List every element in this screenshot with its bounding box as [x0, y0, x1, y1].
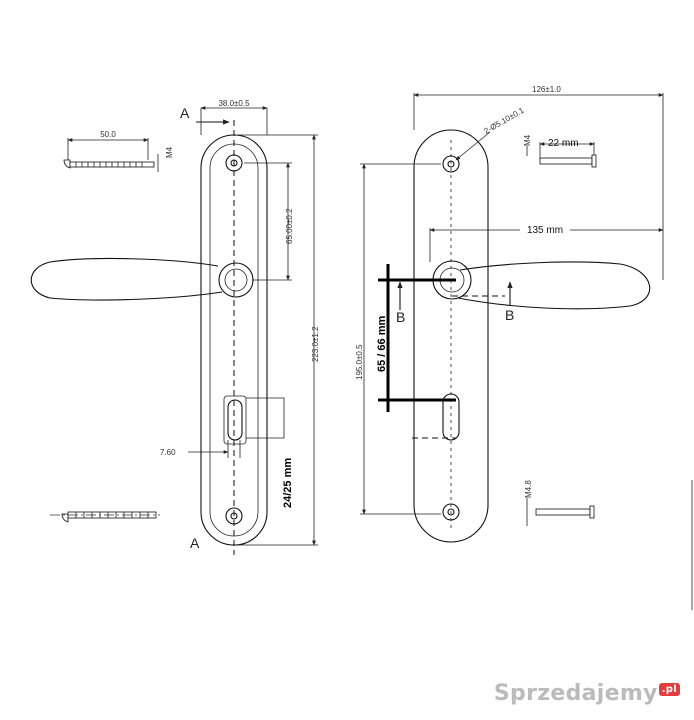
- right-total-width-label: 126±1.0: [532, 85, 561, 94]
- watermark-tld: .pl: [658, 682, 680, 696]
- long-screw-length-label: 50.0: [100, 130, 116, 139]
- short-screw-bottom-thread-label: M4.8: [524, 480, 533, 498]
- right-screw-spacing-label: 195.0±0.5: [355, 344, 364, 380]
- left-view: 38.0±0.5 A A 65.00±0.2 223.0±1.2 7.60: [30, 99, 320, 555]
- long-screw-bottom: [50, 511, 160, 523]
- left-height-label: 223.0±1.2: [311, 326, 320, 362]
- long-screw-thread-label: M4: [165, 146, 174, 158]
- short-screw-bottom: M4.8: [524, 480, 595, 526]
- section-a-top-letter: A: [180, 105, 190, 121]
- left-section-a-top: A: [180, 105, 230, 125]
- watermark-brand: Sprzedajemy: [493, 681, 658, 706]
- right-lever-label: 135 mm: [527, 225, 563, 236]
- left-spacing-bold-label: 24/25 mm: [282, 458, 294, 508]
- section-b-left-letter: B: [396, 309, 405, 325]
- left-lever: [30, 257, 254, 301]
- right-screw-spacing-dimension: 195.0±0.5: [355, 163, 441, 515]
- left-keyhole-label: 7.60: [160, 448, 176, 457]
- short-screw-top-label: 22 mm: [548, 138, 579, 149]
- right-keyhole: [412, 393, 460, 441]
- left-keyhole-dimension: 7.60: [160, 440, 241, 458]
- right-section-b-left: B: [396, 281, 405, 325]
- right-total-width-dimension: 126±1.0: [413, 85, 664, 280]
- right-lever-dimension: 135 mm: [429, 222, 664, 262]
- right-view: 126±1.0 2-Ø5.10±0.1 135 mm B B: [355, 85, 664, 543]
- left-height-dimension: 223.0±1.2: [234, 134, 320, 546]
- right-bottom-screw-hole: [442, 503, 460, 521]
- left-width-dimension: 38.0±0.5: [200, 99, 268, 135]
- right-hole-label: 2-Ø5.10±0.1: [483, 105, 526, 135]
- right-spacing-bold-label: 65 / 66 mm: [376, 316, 388, 372]
- short-screw-top-thread-label: M4: [523, 134, 532, 146]
- long-screw-top: 50.0 M4: [63, 130, 174, 172]
- left-screw-spacing-dimension: 65.00±0.2: [244, 162, 294, 281]
- watermark-logo: Sprzedajemy.pl: [494, 681, 680, 706]
- right-section-b-right: B: [505, 281, 514, 323]
- left-top-screw-hole: [225, 154, 243, 172]
- section-b-right-letter: B: [505, 307, 514, 323]
- right-lever: [432, 260, 651, 310]
- short-screw-top: 22 mm M4: [523, 134, 597, 168]
- left-keyhole: [223, 395, 285, 445]
- left-bottom-screw-hole: [225, 507, 243, 525]
- section-a-bottom-letter: A: [190, 535, 200, 551]
- right-spacing-bracket: 65 / 66 mm: [376, 264, 456, 412]
- right-backplate: [413, 129, 489, 543]
- right-top-screw-hole: [442, 155, 460, 173]
- left-width-label: 38.0±0.5: [218, 99, 250, 108]
- left-screw-spacing-label: 65.00±0.2: [285, 208, 294, 244]
